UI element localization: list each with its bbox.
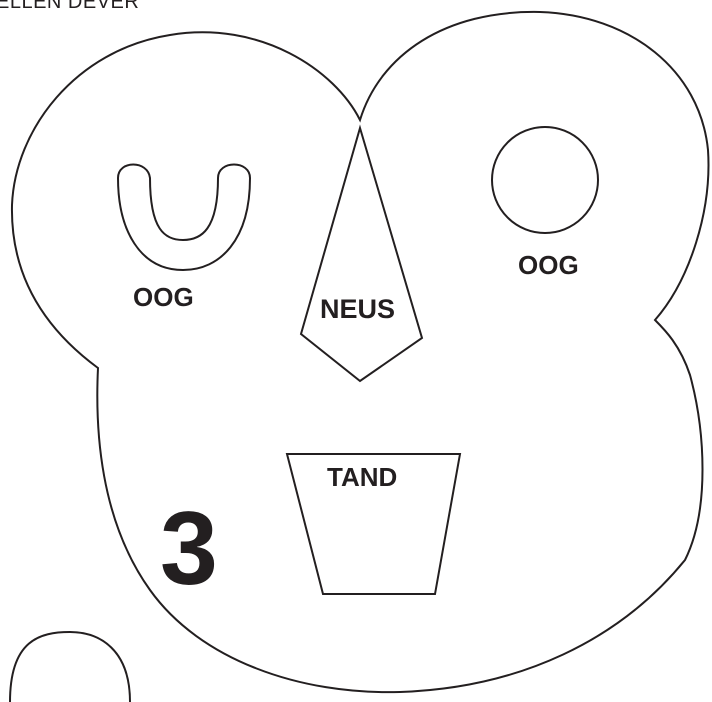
- partial-cutout-shape: [10, 632, 130, 702]
- credit-text: ELLEN DEVER: [0, 0, 139, 13]
- face-outline: [12, 12, 709, 692]
- right-eye-shape: [492, 127, 598, 233]
- page-number: 3: [160, 491, 218, 607]
- left-eye-shape: [118, 165, 250, 271]
- right-eye-label: OOG: [518, 250, 579, 280]
- nose-shape: [301, 128, 422, 381]
- tooth-label: TAND: [327, 462, 397, 492]
- left-eye-label: OOG: [133, 282, 194, 312]
- nose-label: NEUS: [320, 294, 395, 324]
